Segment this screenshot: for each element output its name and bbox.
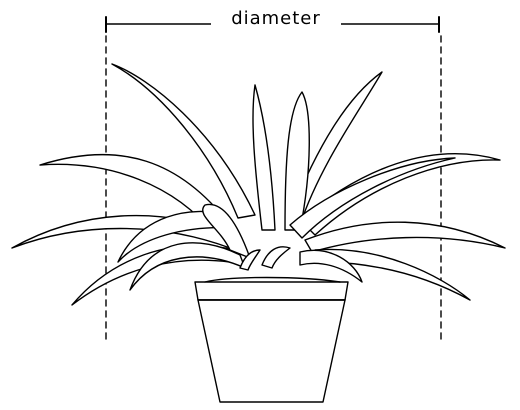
diameter-label: diameter	[211, 7, 341, 31]
flower-pot	[195, 282, 348, 402]
back-leaves	[40, 64, 500, 235]
